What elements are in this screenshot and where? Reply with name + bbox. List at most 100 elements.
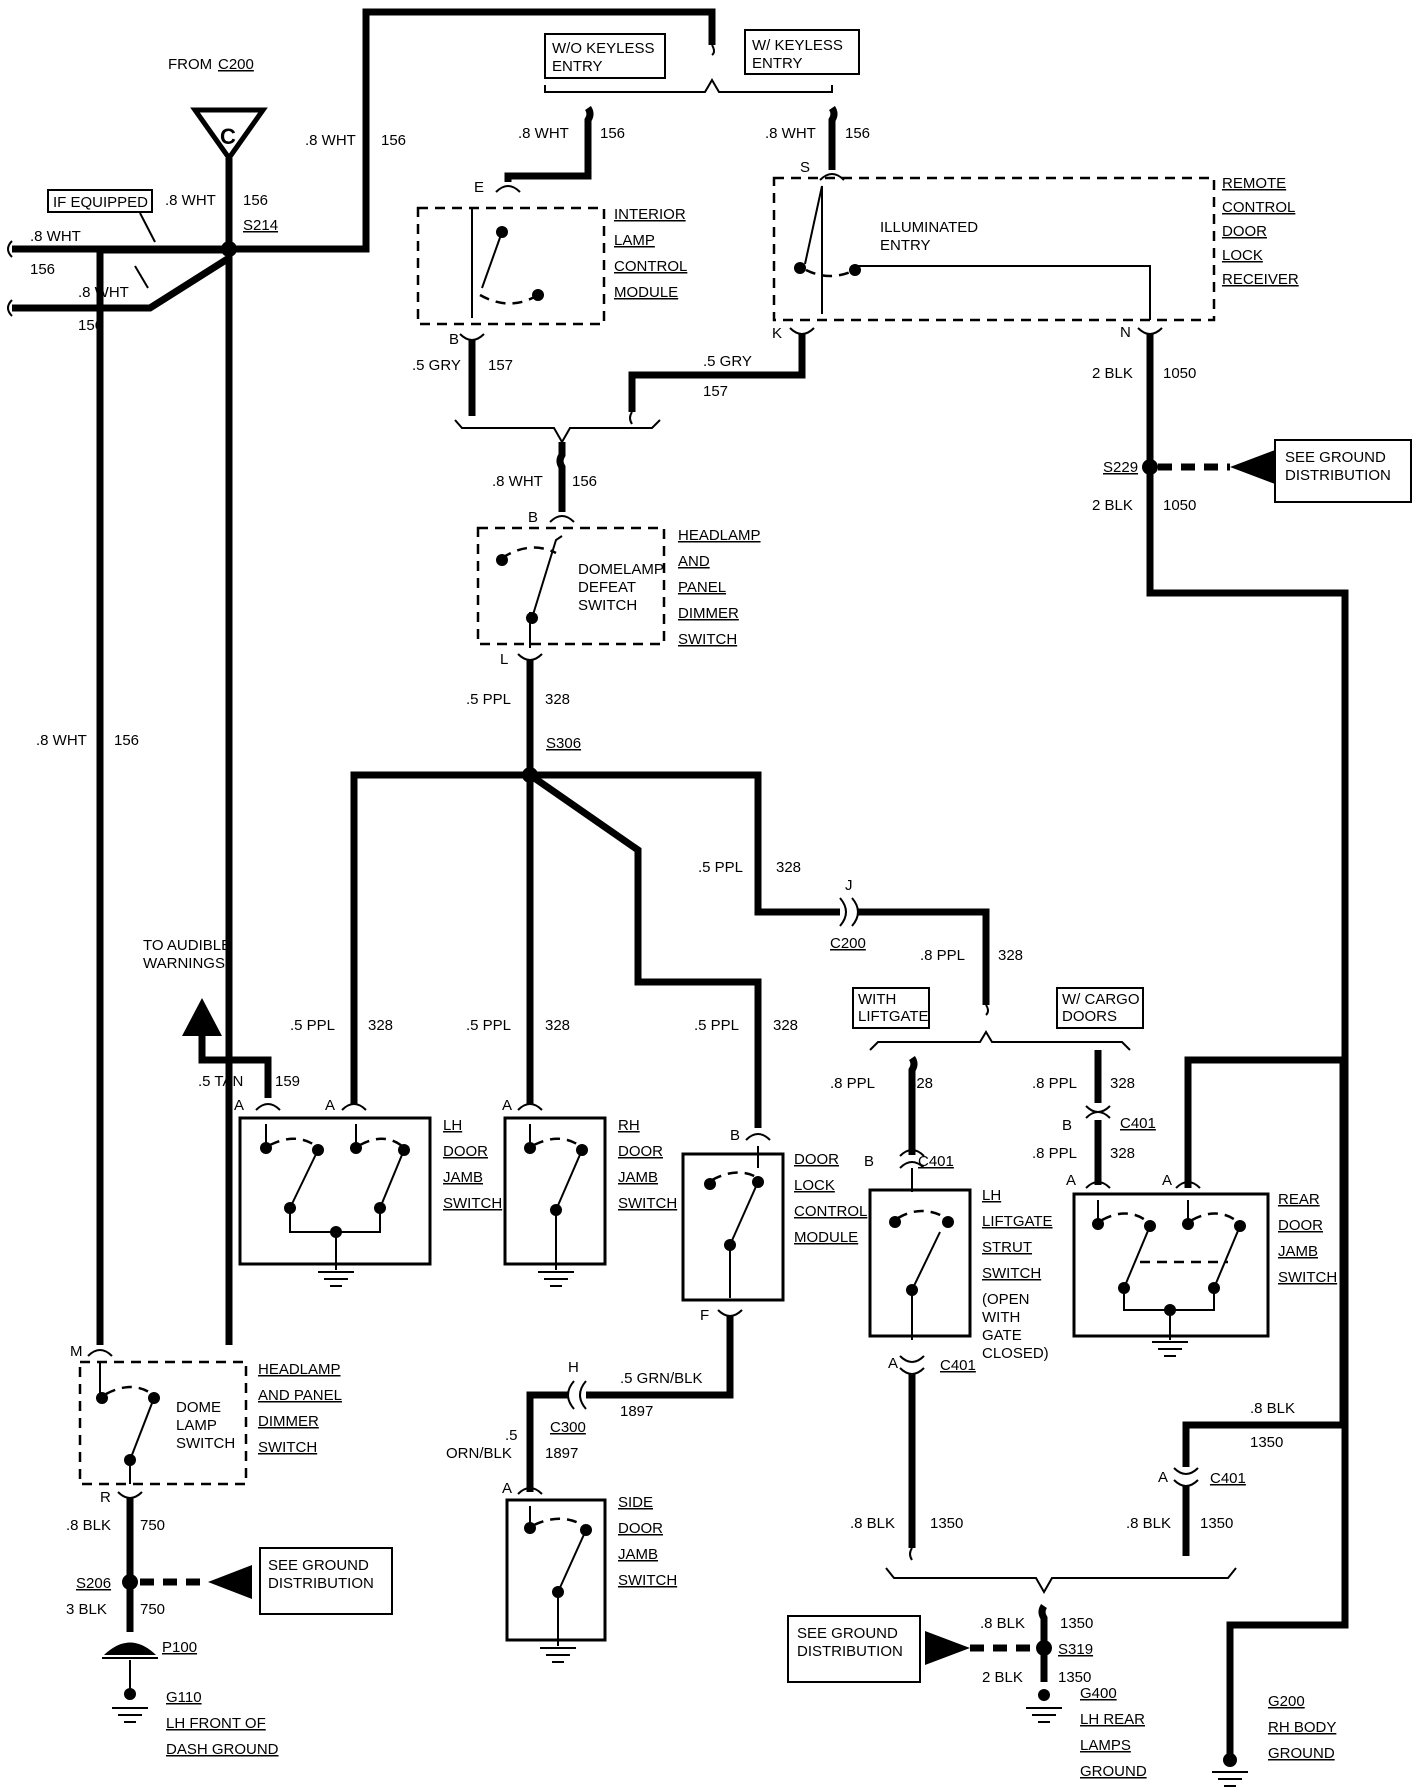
pin-a-rh: A: [502, 1097, 512, 1114]
wire-circuit-1897-top: 1897: [620, 1403, 653, 1420]
liftgate-label-1: LH: [982, 1187, 1001, 1204]
wire-label-1350-rear-top: .8 BLK: [1250, 1400, 1295, 1417]
side-jamb-label-4: SWITCH: [618, 1572, 677, 1589]
wire-label-defeat: .8 WHT: [492, 473, 543, 490]
wire-circuit-1350-g400: 1350: [1058, 1669, 1091, 1686]
wire-label-liftgate: .8 PPL: [830, 1075, 875, 1092]
bracket-1350: [885, 1567, 1237, 1595]
wire-circuit-left-long: 156: [114, 732, 139, 749]
wire-label-1350-g400: 2 BLK: [982, 1669, 1023, 1686]
wire-328-after-c200: [858, 908, 990, 1005]
wire-label-top-left: .8 WHT: [305, 132, 356, 149]
audible-arrow: [182, 998, 222, 1036]
wire-label-ilcm: .8 WHT: [518, 125, 569, 142]
wire-circuit-rh-jamb: 328: [545, 1017, 570, 1034]
if-equipped-label: IF EQUIPPED: [53, 194, 148, 211]
wire-156-to-defeat: [556, 442, 566, 512]
wire-label-rear-top: .8 PPL: [1032, 1075, 1077, 1092]
dlcm-label-1: DOOR: [794, 1151, 839, 1168]
splice-s206-label: S206: [76, 1575, 111, 1592]
wire-circuit-rear-bottom: 328: [1110, 1145, 1135, 1162]
liftgate-cargo-bracket: [869, 1030, 1131, 1051]
see-ground-box-s319: [787, 1615, 921, 1683]
rh-door-jamb-contacts: [524, 1124, 588, 1287]
lh-jamb-label-1: LH: [443, 1117, 462, 1134]
bracket-157: [454, 419, 661, 445]
defeat-switch-box: [476, 526, 666, 646]
wire-label-rear-bottom: .8 PPL: [1032, 1145, 1077, 1162]
rear-jamb-label-4: SWITCH: [1278, 1269, 1337, 1286]
see-ground-s206-line1: SEE GROUND: [268, 1557, 369, 1574]
wire-circuit-1350-rear-top: 1350: [1250, 1434, 1283, 1451]
wire-label-157-right: .5 GRY: [703, 353, 752, 370]
door-lock-module-box: [681, 1152, 785, 1302]
wire-circuit-s214-top: 156: [243, 192, 268, 209]
liftgate-label-2: LIFTGATE: [982, 1213, 1053, 1230]
pin-a-lh-1: A: [234, 1097, 244, 1114]
with-liftgate-box: [852, 987, 930, 1029]
splice-s319-dot: [1036, 1640, 1052, 1656]
wire-label-328-after-c200: .8 PPL: [920, 947, 965, 964]
rear-jamb-label-1: REAR: [1278, 1191, 1320, 1208]
wire-circuit-rcdlr: 156: [845, 125, 870, 142]
interior-label-4: MODULE: [614, 284, 678, 301]
wire-circuit-1350-rear: 1350: [1200, 1515, 1233, 1532]
lh-liftgate-contacts: [889, 1168, 954, 1340]
wire-1050-to-g200: [1146, 334, 1349, 1760]
g110-label-2: LH FRONT OF: [166, 1715, 266, 1732]
w-cargo-doors-box: [1056, 987, 1144, 1029]
dlcm-label-3: CONTROL: [794, 1203, 867, 1220]
from-connector-label: C200: [218, 56, 254, 73]
wire-label-1350-liftgate: .8 BLK: [850, 1515, 895, 1532]
wire-label-dlcm: .5 PPL: [694, 1017, 739, 1034]
left-dimmer-label-4: SWITCH: [258, 1439, 317, 1456]
g400-label-4: GROUND: [1080, 1763, 1147, 1780]
pin-b-dlcm: B: [730, 1127, 740, 1144]
g400-label-1: G400: [1080, 1685, 1117, 1702]
audible-line1: TO AUDIBLE: [143, 937, 231, 954]
wire-label-lh-jamb: .5 PPL: [290, 1017, 335, 1034]
rear-jamb-label-3: JAMB: [1278, 1243, 1318, 1260]
from-label: FROM: [168, 56, 212, 73]
liftgate-label-3: STRUT: [982, 1239, 1032, 1256]
w-cargo-line1: W/ CARGO: [1062, 991, 1140, 1008]
wire-1897-grnblk: [586, 1316, 734, 1399]
c401-rear-bottom: C401: [1210, 1470, 1246, 1487]
c200-terminal-triangle: C: [190, 107, 268, 163]
splice-s319-label: S319: [1058, 1641, 1093, 1658]
left-dimmer-label-1: HEADLAMP: [258, 1361, 341, 1378]
receiver-label-2: CONTROL: [1222, 199, 1295, 216]
liftgate-note-2: WITH: [982, 1309, 1020, 1326]
pin-s-label: S: [800, 159, 810, 176]
ground-dist-arrow-s319: [925, 1631, 970, 1665]
defeat-label-1: DOMELAMP: [578, 561, 664, 578]
wire-label-1350-s319: .8 BLK: [980, 1615, 1025, 1632]
wire-circuit-left-1: 156: [30, 261, 55, 278]
ground-g110-symbol: [112, 1707, 148, 1723]
if-equipped-arrow-2: [134, 265, 149, 289]
ground-g200-symbol: [1212, 1771, 1248, 1787]
wire-circuit-159: 159: [275, 1073, 300, 1090]
g400-label-3: LAMPS: [1080, 1737, 1131, 1754]
wire-circuit-defeat: 156: [572, 473, 597, 490]
wire-circuit-1050-bottom: 1050: [1163, 497, 1196, 514]
rear-jamb-label-2: DOOR: [1278, 1217, 1323, 1234]
see-ground-s229-line2: DISTRIBUTION: [1285, 467, 1391, 484]
lh-jamb-label-2: DOOR: [443, 1143, 488, 1160]
wire-328-to-c200: [530, 771, 840, 916]
wire-label-328-top: .5 PPL: [466, 691, 511, 708]
pin-m-label: M: [70, 1343, 83, 1360]
illuminated-line1: ILLUMINATED: [880, 219, 978, 236]
side-jamb-label-3: JAMB: [618, 1546, 658, 1563]
wire-circuit-157-right: 157: [703, 383, 728, 400]
wire-156-to-receiver: [828, 106, 838, 170]
wire-label-1050-top: 2 BLK: [1092, 365, 1133, 382]
g110-label-3: DASH GROUND: [166, 1741, 279, 1758]
wire-circuit-1050-top: 1050: [1163, 365, 1196, 382]
splice-s229-dot: [1142, 459, 1158, 475]
audible-line2: WARNINGS: [143, 955, 225, 972]
wire-circuit-rear-top: 328: [1110, 1075, 1135, 1092]
ground-dist-arrow-s206: [208, 1565, 252, 1599]
g200-label-1: G200: [1268, 1693, 1305, 1710]
w-keyless-line2: ENTRY: [752, 55, 803, 72]
